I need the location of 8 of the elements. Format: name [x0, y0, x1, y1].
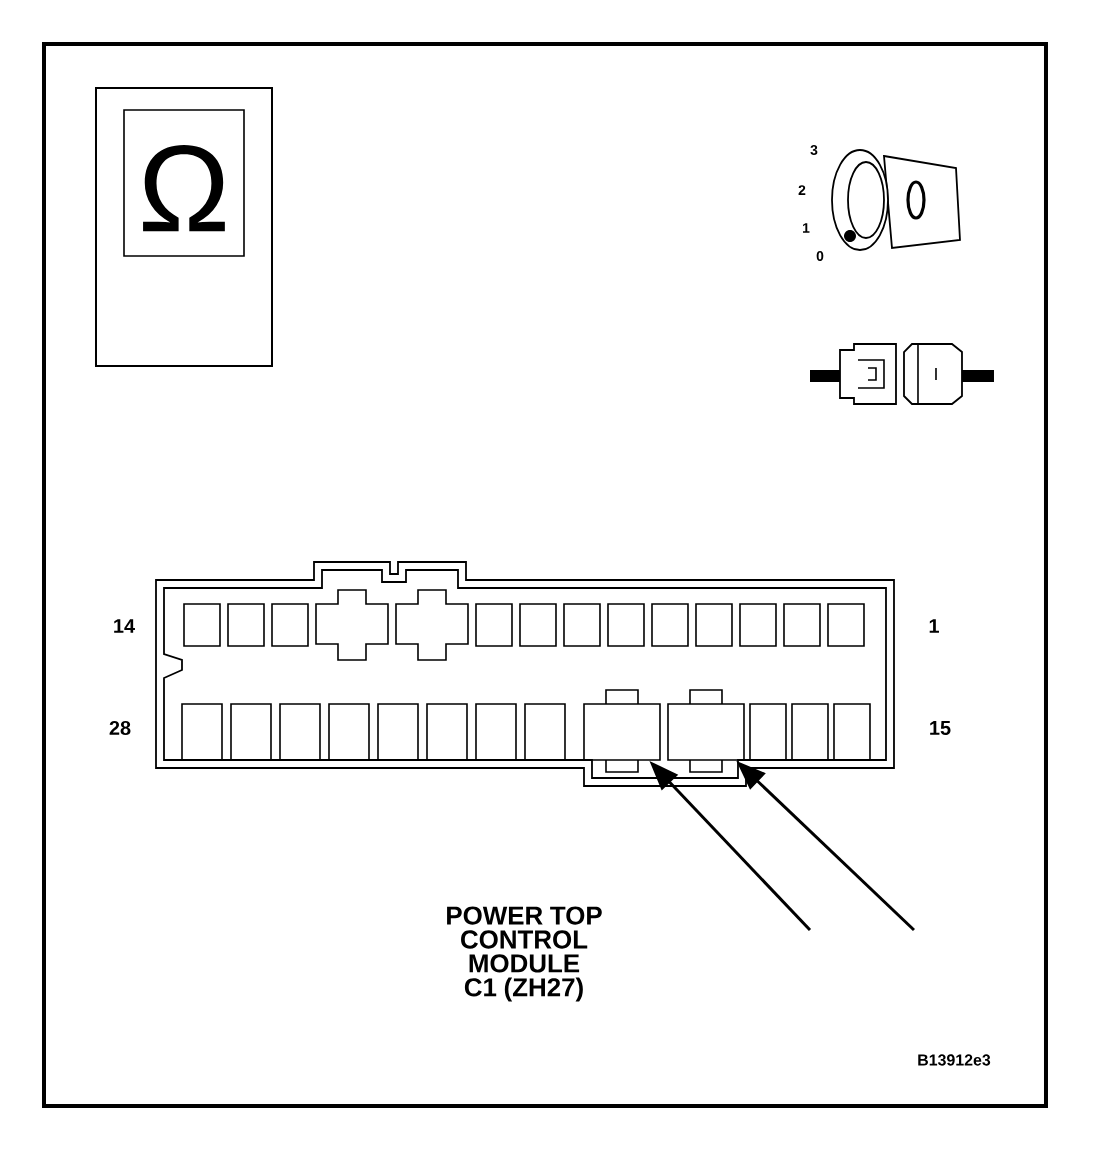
pin-number: 14 [114, 619, 135, 633]
pin-number: 1 [929, 619, 939, 633]
pin-number: 28 [109, 720, 131, 736]
connector-cavity [583, 689, 661, 773]
ohm-symbol: Ω [143, 144, 225, 232]
pin-number: 15 [930, 721, 951, 735]
connector-caption: POWER TOP CONTROL MODULE C1 (ZH27) [447, 906, 602, 1002]
connector-cavity [667, 689, 745, 773]
